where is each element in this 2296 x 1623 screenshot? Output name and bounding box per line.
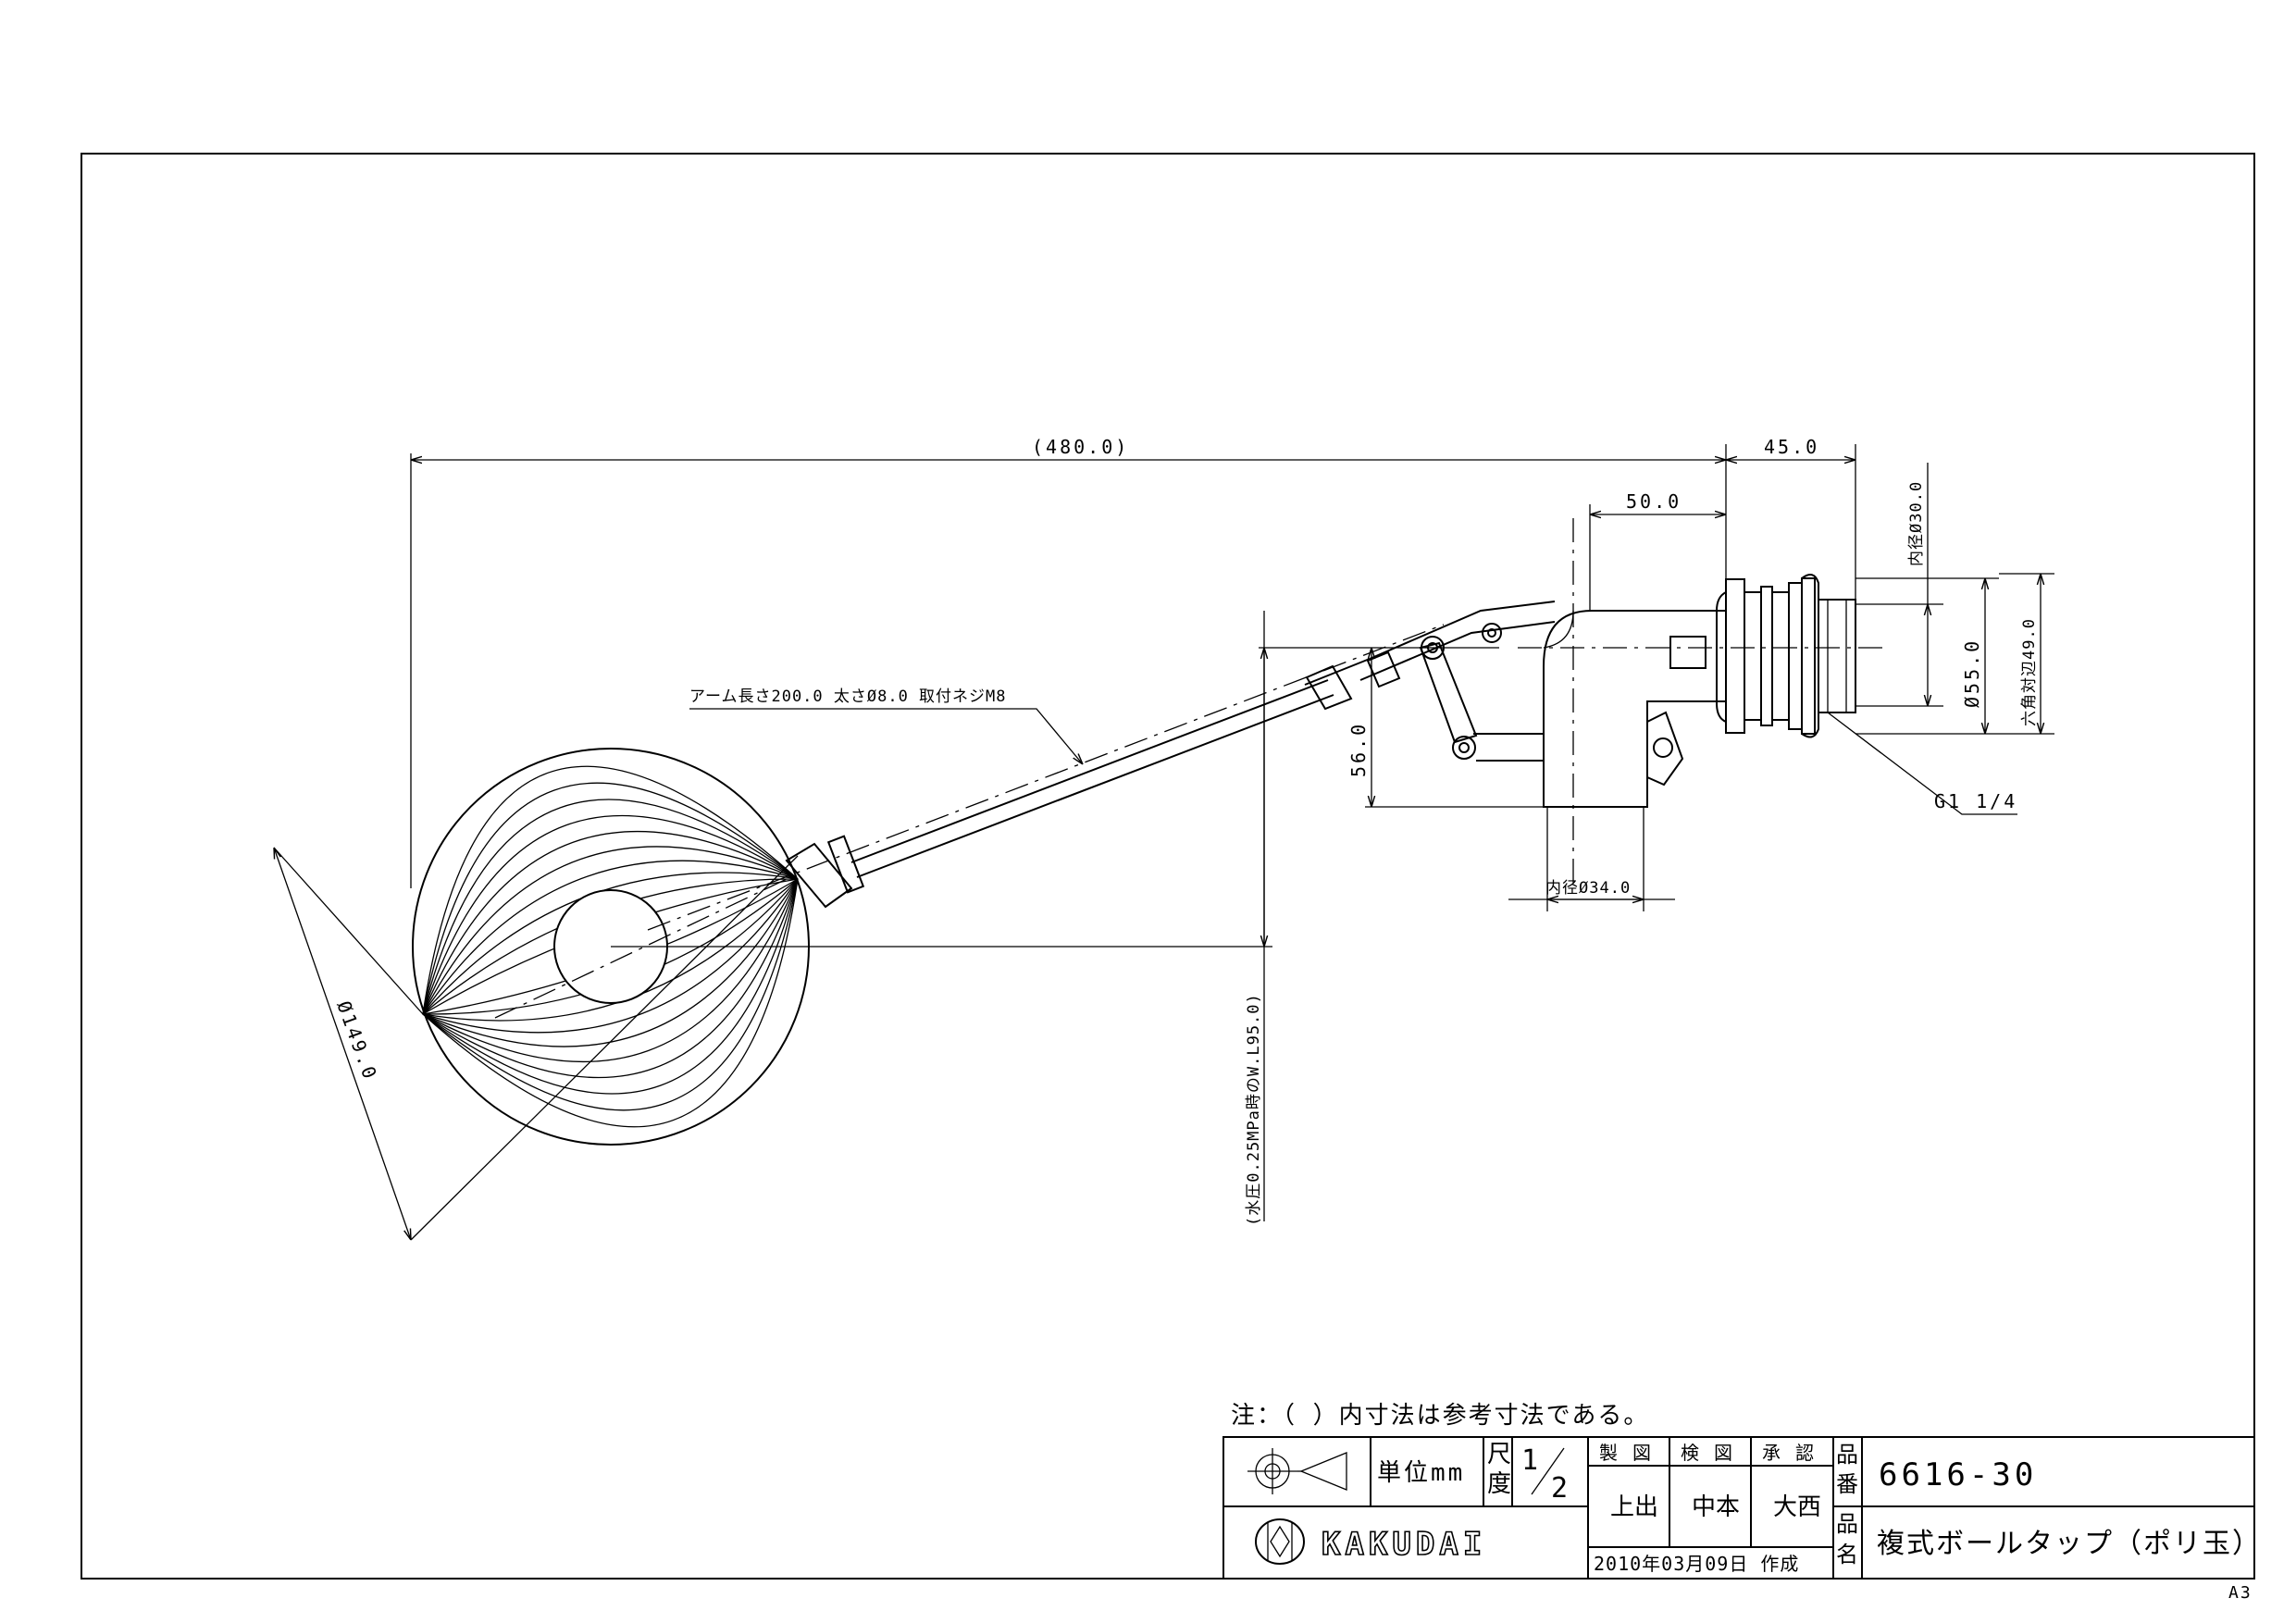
dim-overall-length: (480.0) [1032,436,1129,458]
sheet-border [81,153,2255,1580]
ball-diameter-label: Ø149.0 [332,998,381,1084]
reference-note: 注：（ ）内寸法は参考寸法である。 [1231,1402,1649,1430]
unit-label: 単位mm [1377,1459,1465,1487]
part-name-label-bottom: 名 [1836,1542,1858,1567]
dim-inner-dia-bottom: 内径Ø34.0 [1545,879,1631,898]
part-name-label-top: 品 [1836,1511,1858,1537]
arm-note: アーム長さ200.0 太さØ8.0 取付ネジM8 [689,688,1007,706]
part-name: 複式ボールタップ（ポリ玉） [1877,1528,2262,1560]
arm-note-leader [689,708,1083,764]
ball-meridian [422,782,799,1015]
ball-meridian [422,814,799,1015]
approved-by: 大西 [1773,1493,1821,1521]
drawing-date: 2010年03月09日 作成 [1594,1553,1799,1575]
ball-meridian [422,878,799,1111]
dim-inner-dia-top: 内径Ø30.0 [1907,481,1926,566]
checked-by: 中本 [1692,1493,1740,1521]
third-angle-projection-icon [1247,1448,1347,1494]
dim-body-offset: 50.0 [1626,490,1682,513]
ball-meridian [422,846,799,1015]
dim-outer-dia: Ø55.0 [1961,638,1983,708]
ball-meridian [422,765,799,1015]
scale-label-bottom: 度 [1487,1470,1511,1498]
sheet-size: A3 [2228,1583,2253,1603]
brand-name: KAKUDAI [1322,1526,1486,1563]
dim-hex-size: 六角対辺49.0 [2020,618,2039,726]
ball-meridian [422,878,799,1063]
dim-vertical-offset: 56.0 [1347,722,1370,777]
scale-numerator: 1 [1521,1444,1538,1477]
ball-meridian [422,878,799,1079]
float-ball [274,748,810,1240]
dim-pressure-note: (水圧0.25MPa時のW.L95.0) [1245,993,1263,1226]
part-number: 6616-30 [1879,1456,2037,1493]
kakudai-logo-icon [1255,1518,1305,1565]
ball-meridian [422,878,799,1047]
ball-meridian [422,878,799,1034]
ball-meridian [422,860,799,1015]
made-by: 上出 [1610,1493,1658,1521]
valve-body [1359,518,1888,888]
ball-meridian [422,878,799,1128]
ball-meridian [422,878,799,1095]
title-block [1222,1436,2255,1580]
part-no-label-bottom: 番 [1836,1471,1858,1497]
part-no-label-top: 品 [1836,1442,1858,1468]
ball-meridian [422,799,799,1015]
checked-label: 検 図 [1681,1442,1734,1464]
scale-label-top: 尺 [1487,1441,1511,1468]
dim-right-width: 45.0 [1764,436,1819,458]
scale-denominator: 2 [1551,1472,1568,1505]
float-arm [647,624,1445,931]
dimension-lines [410,444,2054,1221]
dim-thread: G1 1/4 [1934,790,2017,812]
ball-meridian [422,830,799,1015]
approved-label: 承 認 [1762,1442,1816,1464]
made-label: 製 図 [1599,1442,1653,1464]
